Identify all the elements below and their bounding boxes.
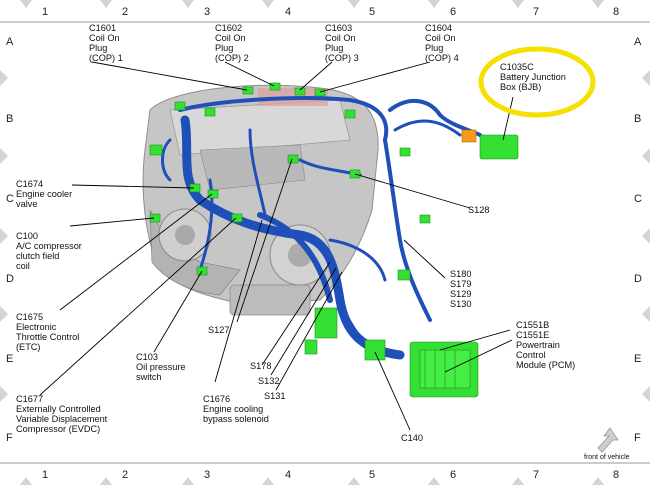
col-label: 5 <box>369 6 375 18</box>
bjb-terminal <box>461 129 477 143</box>
label-c1601: C1601 Coil On Plug (COP) 1 <box>89 23 123 63</box>
label-c140: C140 <box>401 433 423 443</box>
label-splice-group: S180 S179 S129 S130 <box>450 269 474 309</box>
label-c1674: C1674 Engine cooler valve <box>16 179 75 209</box>
row-label: D <box>634 273 642 285</box>
connector-c140-group <box>314 307 338 339</box>
row-label: D <box>6 273 14 285</box>
leader-lines <box>39 61 514 431</box>
col-label: 2 <box>122 6 128 18</box>
label-c1676: C1676 Engine cooling bypass solenoid <box>203 394 269 424</box>
label-c1603: C1603 Coil On Plug (COP) 3 <box>325 23 359 63</box>
row-label: A <box>6 36 14 48</box>
label-s128: S128 <box>468 205 489 215</box>
label-s178: S178 <box>250 361 271 371</box>
wiring-harness <box>161 96 482 360</box>
row-label: C <box>634 193 642 205</box>
row-label: B <box>6 113 13 125</box>
highlight-circle <box>478 46 596 118</box>
front-of-vehicle-label: front of vehicle <box>584 454 630 461</box>
pcm-module <box>409 341 479 398</box>
label-s131: S131 <box>264 391 285 401</box>
row-label: F <box>6 432 13 444</box>
connector-c1602 <box>269 82 281 91</box>
col-label: 1 <box>42 469 48 481</box>
label-c1604: C1604 Coil On Plug (COP) 4 <box>425 23 459 63</box>
label-c1677: C1677 Externally Controlled Variable Dis… <box>16 394 110 434</box>
connector-c1601 <box>242 86 254 95</box>
col-label: 7 <box>533 469 539 481</box>
col-label: 5 <box>369 469 375 481</box>
row-label: A <box>634 36 642 48</box>
col-label: 8 <box>613 6 619 18</box>
col-label: 7 <box>533 6 539 18</box>
column-labels-bottom: 1 2 3 4 5 6 7 8 <box>42 469 619 481</box>
callout-labels: C1601 Coil On Plug (COP) 1 C1602 Coil On… <box>16 23 575 443</box>
col-label: 2 <box>122 469 128 481</box>
row-labels: A B C D E F A B C D E F <box>6 36 642 444</box>
label-s127: S127 <box>208 325 229 335</box>
connectors <box>149 82 519 398</box>
connector-c1603 <box>294 87 306 96</box>
label-c1602: C1602 Coil On Plug (COP) 2 <box>215 23 249 63</box>
row-label: E <box>634 353 641 365</box>
col-label: 8 <box>613 469 619 481</box>
front-of-vehicle-indicator: front of vehicle <box>584 427 630 461</box>
col-label: 6 <box>450 469 456 481</box>
col-label: 6 <box>450 6 456 18</box>
connector-c1604 <box>314 88 326 97</box>
label-pcm: C1551B C1551E Powertrain Control Module … <box>516 320 575 370</box>
col-label: 3 <box>204 469 210 481</box>
row-label: E <box>6 353 13 365</box>
front-arrow-icon <box>597 427 619 453</box>
label-c1675: C1675 Electronic Throttle Control (ETC) <box>16 312 82 352</box>
row-label: B <box>634 113 641 125</box>
label-c103: C103 Oil pressure switch <box>136 352 188 382</box>
connector-c1035c <box>479 134 519 160</box>
col-label: 4 <box>285 6 291 18</box>
row-label: F <box>634 432 641 444</box>
label-c100: C100 A/C compressor clutch field coil <box>16 231 84 271</box>
column-labels-top: 1 2 3 4 5 6 7 8 <box>42 6 619 18</box>
label-c1035c: C1035C Battery Junction Box (BJB) <box>500 62 568 92</box>
row-label: C <box>6 193 14 205</box>
col-label: 3 <box>204 6 210 18</box>
col-label: 4 <box>285 469 291 481</box>
label-s132: S132 <box>258 376 279 386</box>
col-label: 1 <box>42 6 48 18</box>
